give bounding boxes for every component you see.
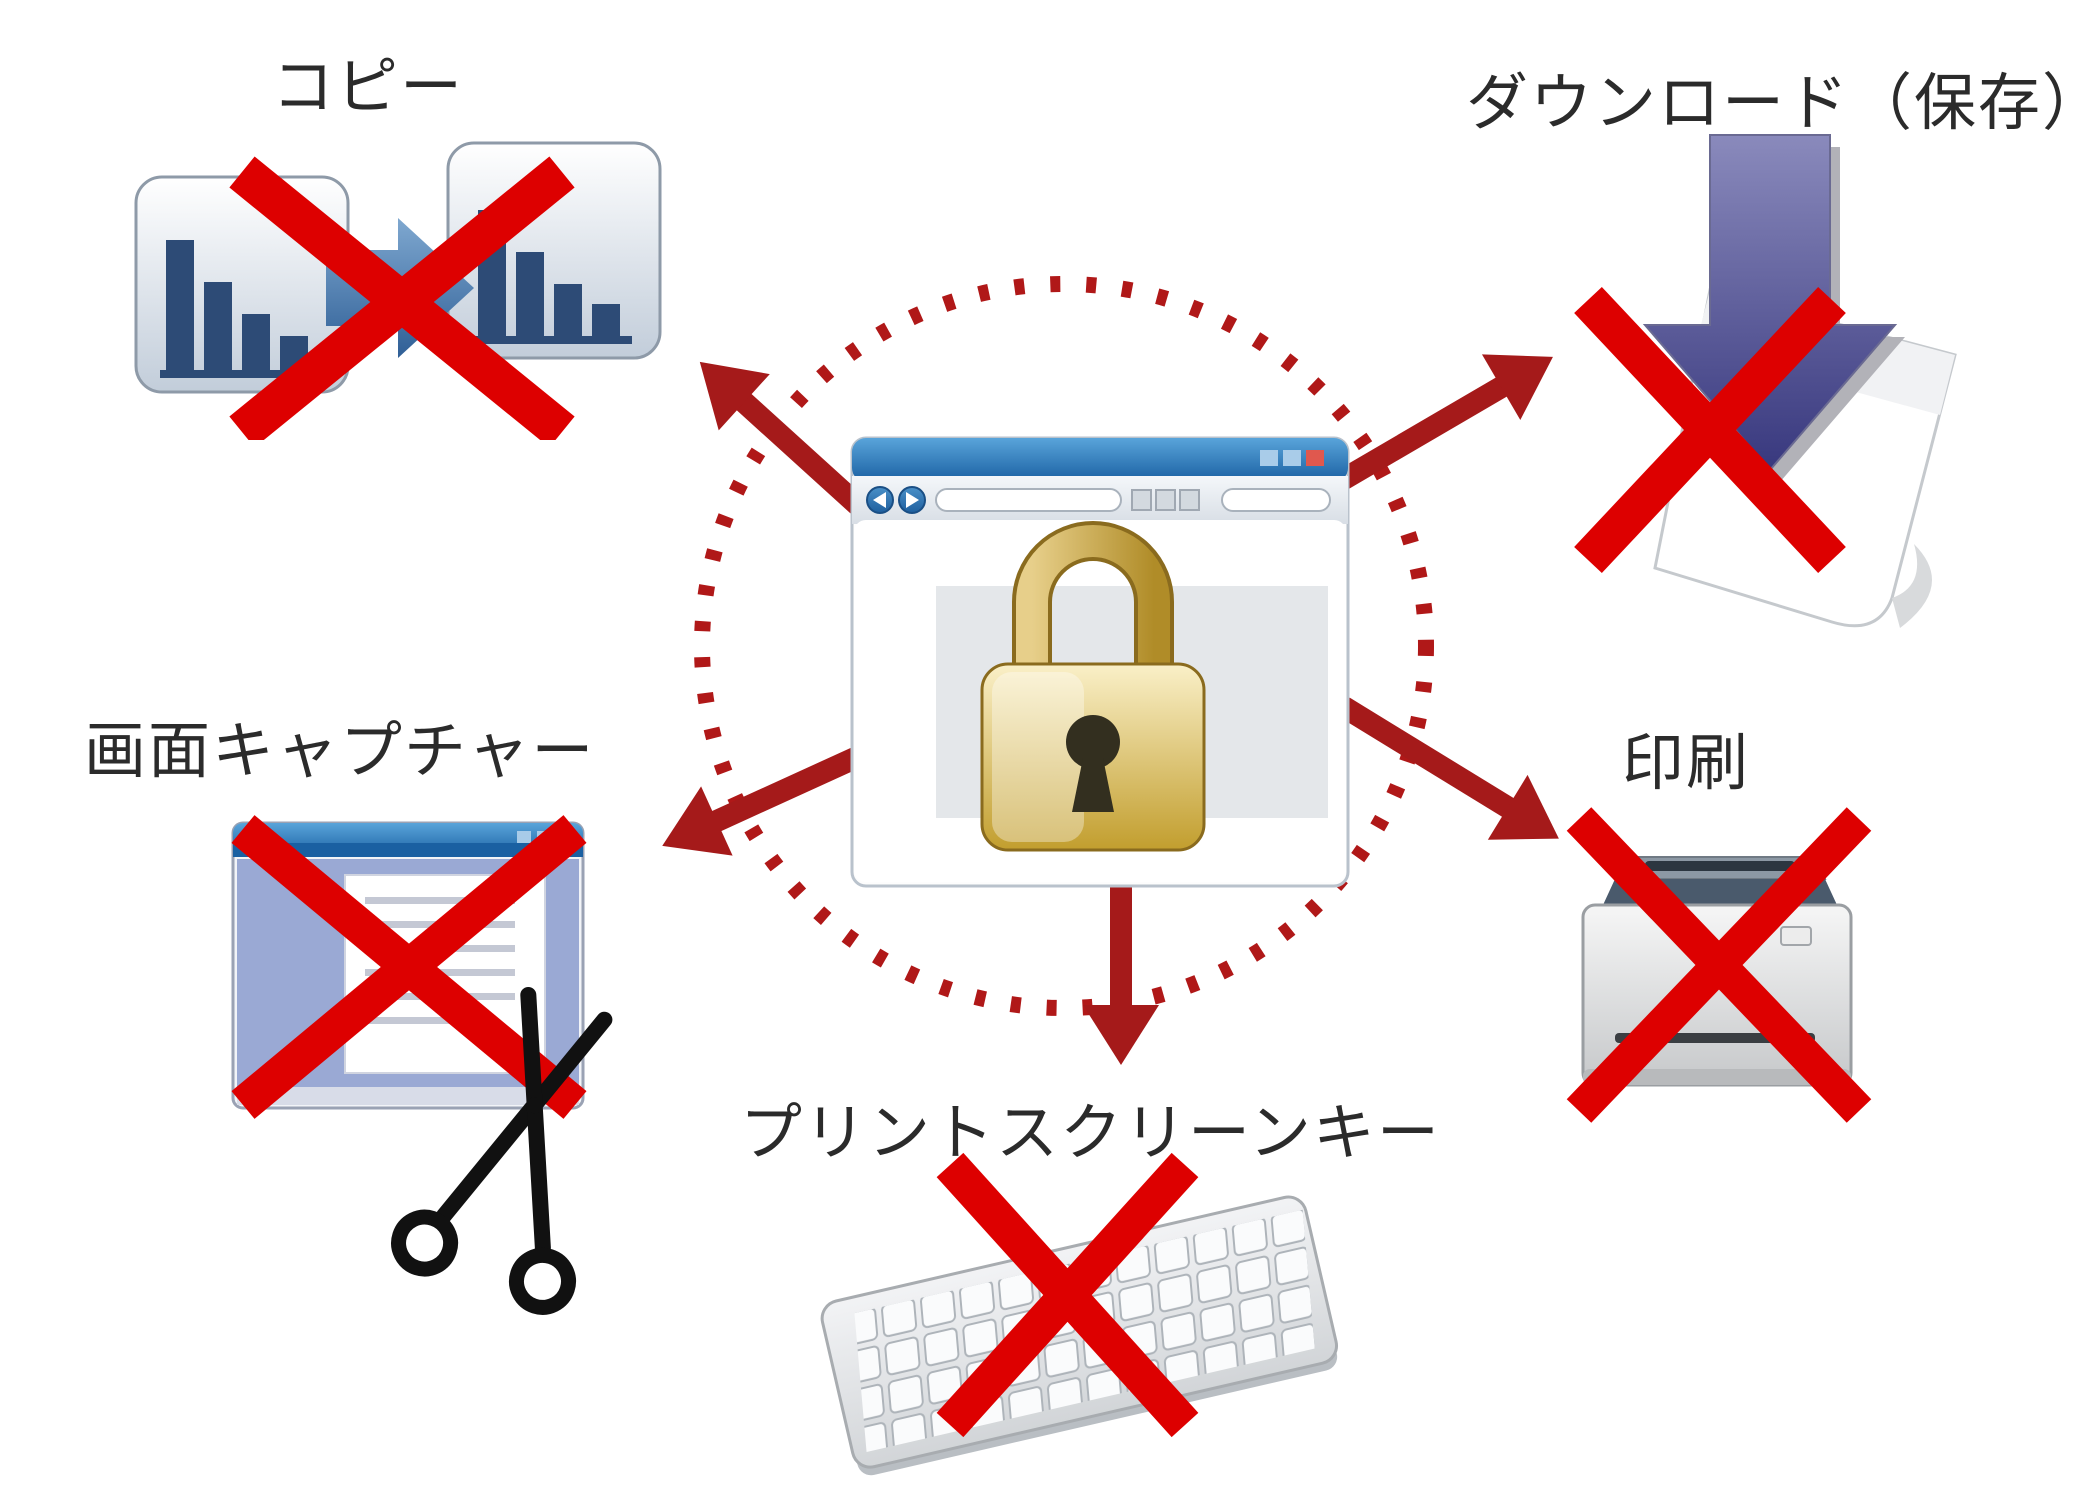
bar-chart-icon xyxy=(472,210,632,344)
scissors-icon xyxy=(391,986,613,1315)
bar-chart-icon xyxy=(160,240,320,378)
address-bar xyxy=(935,488,1122,512)
copy-between-documents-icon xyxy=(134,141,662,440)
red-x-icon xyxy=(1566,807,1872,1123)
search-field xyxy=(1221,488,1331,512)
red-x-icon xyxy=(231,815,587,1119)
arrow-to-screen-capture-icon xyxy=(662,737,882,856)
forward-button-icon xyxy=(898,486,926,514)
locked-browser-window-icon xyxy=(850,436,1350,888)
red-x-icon xyxy=(936,1152,1199,1438)
arrow-to-keyboard-icon xyxy=(1083,872,1159,1065)
dotted-circle xyxy=(694,276,1434,1016)
label-screen-capture: 画面キャプチャー xyxy=(84,714,596,787)
window-buttons-icon xyxy=(1260,450,1324,466)
label-print-screen-key: プリントスクリーンキー xyxy=(740,1096,1441,1169)
arrow-to-download-icon xyxy=(1338,354,1553,489)
padlock-icon xyxy=(980,521,1206,852)
red-x-icon xyxy=(229,156,575,440)
captured-window-with-scissors-icon xyxy=(231,815,613,1315)
label-print: 印刷 xyxy=(1622,726,1751,799)
toolbar-buttons-icon xyxy=(1131,489,1200,511)
label-copy: コピー xyxy=(272,50,465,123)
arrow-to-printer-icon xyxy=(1338,697,1559,840)
download-arrow-to-paper-icon xyxy=(1574,134,1957,628)
keyboard-icon xyxy=(820,1152,1339,1476)
label-download: ダウンロード（保存） xyxy=(1466,66,2100,139)
keyboard-body xyxy=(820,1195,1339,1476)
printer-icon xyxy=(1566,807,1872,1123)
red-x-icon xyxy=(1574,286,1846,574)
browser-titlebar xyxy=(852,438,1348,482)
back-button-icon xyxy=(866,486,894,514)
